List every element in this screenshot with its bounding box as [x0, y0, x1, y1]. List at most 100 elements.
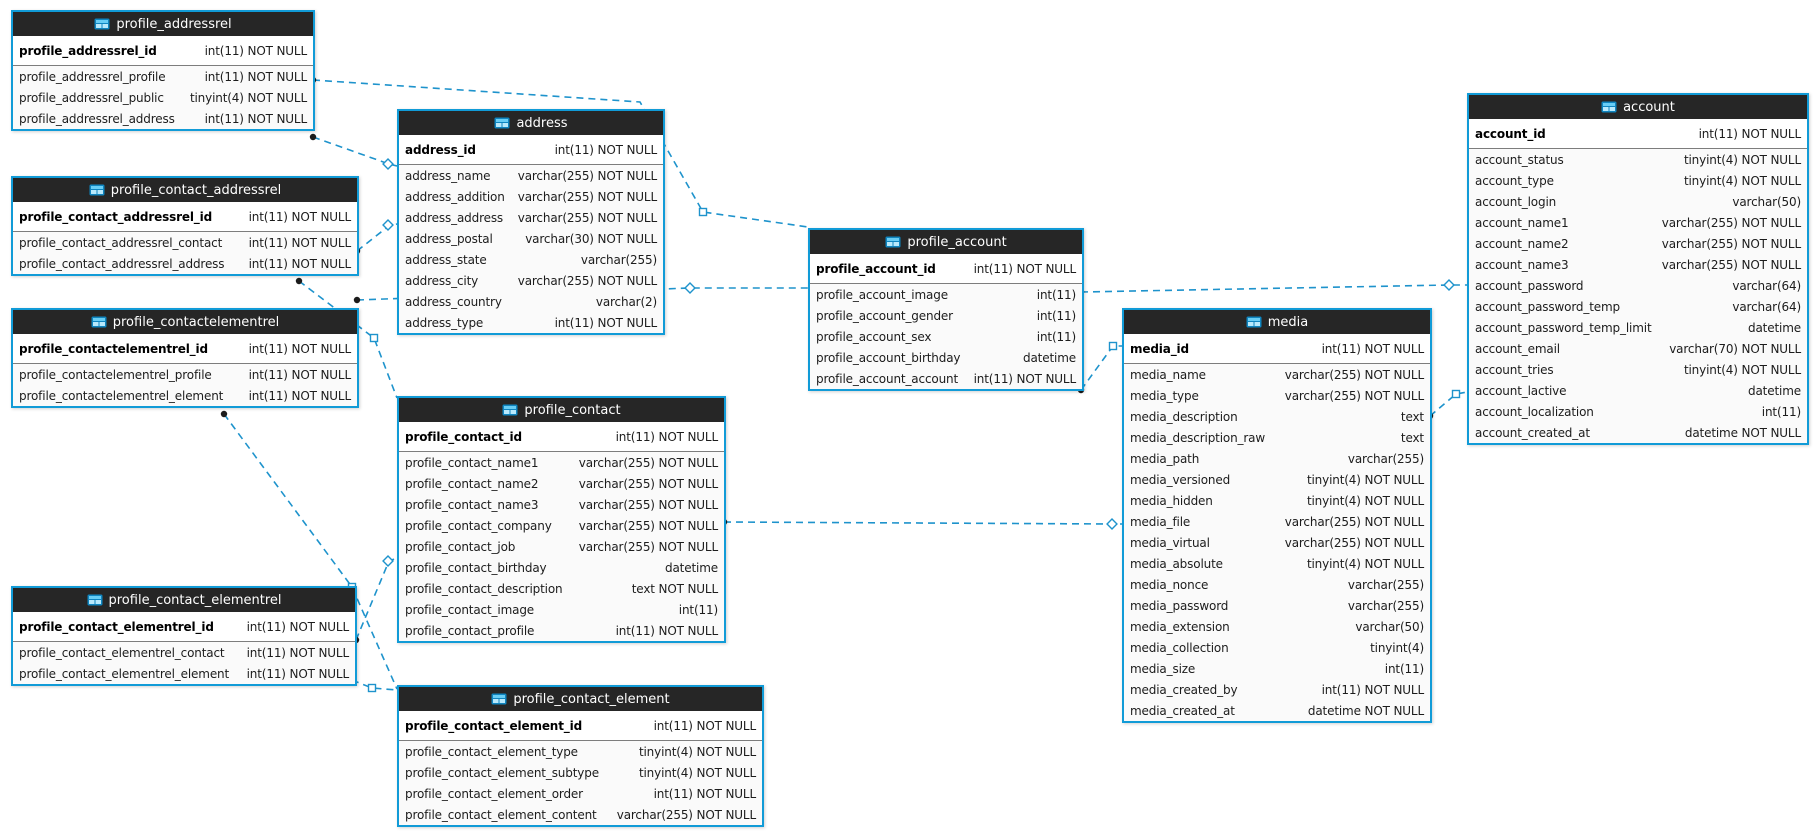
- table-header[interactable]: media: [1124, 310, 1430, 334]
- relationship-line-media-to-account[interactable]: [1429, 391, 1468, 417]
- relationship-line-profile_contact-to-media[interactable]: [723, 521, 1122, 525]
- relationship-line-profile_account-to-account[interactable]: [1080, 284, 1467, 293]
- table-header[interactable]: profile_contact_elementrel: [13, 588, 355, 612]
- relationship-line-profile_contact_elementrel-to-profile_contact_element[interactable]: [351, 679, 398, 691]
- table-header[interactable]: profile_account: [810, 230, 1082, 254]
- relationship-line-profile_contact_addressrel-to-profile_contact[interactable]: [298, 280, 398, 399]
- table-header[interactable]: profile_contact_element: [399, 687, 762, 711]
- relationship-line-profile_addressrel-to-address[interactable]: [312, 136, 398, 167]
- relationship-line-profile_contactelementrel-to-profile_contact_element[interactable]: [223, 413, 398, 690]
- relationship-line-profile_contact_elementrel-to-profile_contact[interactable]: [355, 557, 398, 641]
- table-header[interactable]: account: [1469, 95, 1807, 119]
- table-header[interactable]: address: [399, 111, 663, 135]
- relationship-line-profile_contact_addressrel-to-address[interactable]: [356, 223, 398, 252]
- table-header[interactable]: profile_contact: [399, 398, 724, 422]
- table-header[interactable]: profile_contactelementrel: [13, 310, 357, 334]
- relationship-line-profile_addressrel-to-profile_account[interactable]: [312, 79, 809, 228]
- table-header[interactable]: profile_addressrel: [13, 12, 313, 36]
- relationship-line-profile_account-to-media[interactable]: [1080, 345, 1122, 391]
